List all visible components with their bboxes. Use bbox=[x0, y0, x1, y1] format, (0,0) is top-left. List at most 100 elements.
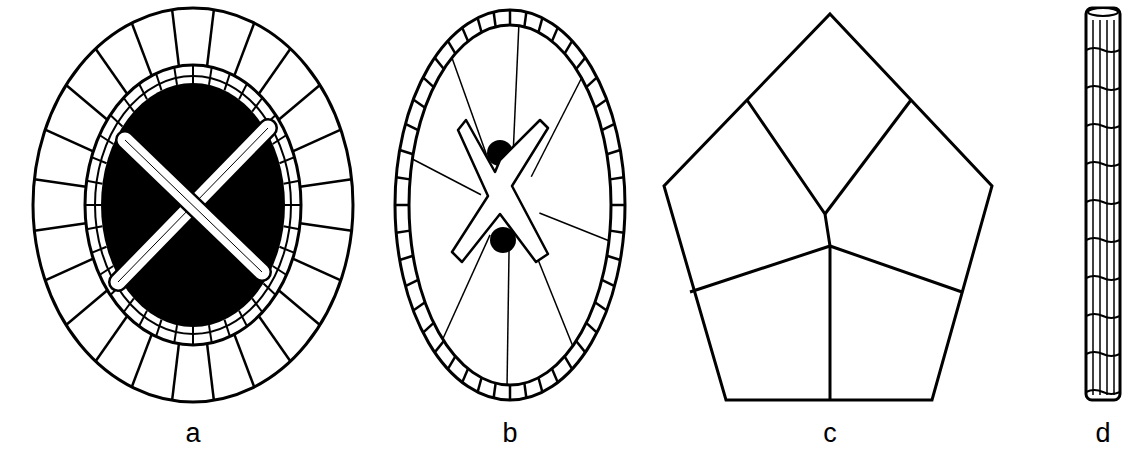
cell-wall bbox=[192, 65, 194, 83]
band-edge bbox=[125, 140, 262, 272]
figure-letter: c bbox=[823, 420, 837, 447]
cell-wall bbox=[234, 334, 254, 387]
cell-wall bbox=[66, 290, 107, 325]
cell-wall bbox=[538, 18, 542, 32]
cell-wall bbox=[209, 325, 212, 343]
cell-wall bbox=[478, 18, 482, 32]
cell-wall bbox=[293, 259, 341, 281]
cell-wall bbox=[400, 256, 413, 260]
cell-wall bbox=[174, 325, 177, 343]
cell-wall bbox=[538, 378, 542, 392]
band-line bbox=[125, 140, 262, 272]
cell-wall bbox=[85, 204, 101, 206]
cell-wall bbox=[92, 247, 107, 253]
cell-wall bbox=[524, 12, 526, 27]
cell-wall bbox=[300, 179, 352, 186]
cell-wall bbox=[413, 302, 425, 310]
cell-wall bbox=[565, 41, 573, 54]
cell-wall bbox=[239, 311, 247, 327]
cell-wall bbox=[259, 316, 291, 361]
cell-wall bbox=[825, 100, 911, 214]
cell-wall bbox=[99, 266, 113, 275]
x-stele bbox=[452, 120, 548, 262]
cell-wall bbox=[423, 323, 434, 333]
node-line bbox=[1086, 162, 1120, 166]
cell-wall bbox=[494, 12, 496, 27]
cell-wall bbox=[395, 204, 409, 207]
inner-wall bbox=[409, 25, 611, 385]
figure-letter: a bbox=[185, 420, 200, 447]
cell-wall bbox=[396, 231, 410, 233]
cell-wall bbox=[576, 341, 585, 352]
cell-wall bbox=[192, 327, 194, 345]
band-line bbox=[118, 128, 268, 282]
cell-wall bbox=[607, 256, 620, 260]
cell-wall bbox=[252, 298, 262, 312]
cortex-boundary bbox=[85, 65, 301, 345]
cell-wall bbox=[586, 77, 597, 87]
cell-wall bbox=[552, 28, 558, 42]
cell-wall bbox=[509, 385, 512, 400]
fibre-line bbox=[1113, 20, 1115, 395]
figure-letter: d bbox=[1095, 420, 1110, 447]
cell-wall bbox=[132, 334, 152, 387]
cell-wall bbox=[284, 181, 300, 184]
pentagon-outline bbox=[664, 14, 992, 400]
cell-wall bbox=[124, 298, 134, 312]
cell-wall bbox=[293, 130, 341, 152]
cell-wall bbox=[747, 100, 830, 246]
cell-wall bbox=[602, 124, 615, 130]
cell-wall bbox=[607, 150, 620, 154]
cell-wall bbox=[494, 383, 496, 398]
cell-wall bbox=[209, 67, 212, 85]
cell-wall bbox=[156, 320, 161, 337]
cell-wall bbox=[279, 290, 320, 325]
cell-wall bbox=[396, 177, 410, 179]
cell-wall bbox=[602, 280, 615, 286]
cell-wall bbox=[435, 341, 444, 352]
fibre-line bbox=[1092, 20, 1094, 395]
node-line bbox=[1086, 124, 1120, 128]
cell-wall bbox=[565, 356, 573, 369]
cell-wall bbox=[66, 85, 107, 120]
node-line bbox=[1086, 86, 1120, 90]
cell-wall bbox=[610, 231, 624, 233]
node-line bbox=[1086, 238, 1120, 242]
cell-wall bbox=[611, 204, 625, 207]
cell-wall bbox=[252, 98, 262, 112]
ray-line bbox=[539, 213, 609, 241]
cell-wall bbox=[524, 383, 526, 398]
band-edge bbox=[118, 128, 268, 282]
cell-wall bbox=[284, 226, 300, 229]
cell-ring bbox=[95, 76, 291, 334]
section-b-drawing bbox=[395, 10, 625, 400]
cell-wall bbox=[509, 10, 512, 25]
cell-wall bbox=[172, 10, 179, 67]
node-line bbox=[1086, 276, 1120, 280]
node-line bbox=[1086, 48, 1120, 52]
cell-wall bbox=[435, 58, 444, 69]
xylem-band bbox=[118, 128, 268, 282]
cell-wall bbox=[99, 135, 113, 144]
dark-core bbox=[101, 83, 285, 327]
cell-wall bbox=[132, 23, 152, 76]
node-line bbox=[1086, 352, 1120, 356]
cell-wall bbox=[87, 226, 103, 229]
ray-line bbox=[412, 159, 481, 195]
cell-wall bbox=[610, 177, 624, 179]
cell-wall bbox=[279, 157, 294, 163]
cell-wall bbox=[576, 58, 585, 69]
cell-wall bbox=[156, 73, 161, 90]
cell-wall bbox=[224, 320, 229, 337]
cell-wall bbox=[448, 356, 456, 369]
cell-wall bbox=[34, 223, 86, 230]
cell-wall bbox=[172, 344, 179, 401]
cell-wall bbox=[423, 77, 434, 87]
cell-wall bbox=[174, 67, 177, 85]
cell-wall bbox=[273, 135, 287, 144]
node-line bbox=[1086, 390, 1120, 394]
cell-wall bbox=[448, 41, 456, 54]
cell-wall bbox=[552, 369, 558, 383]
